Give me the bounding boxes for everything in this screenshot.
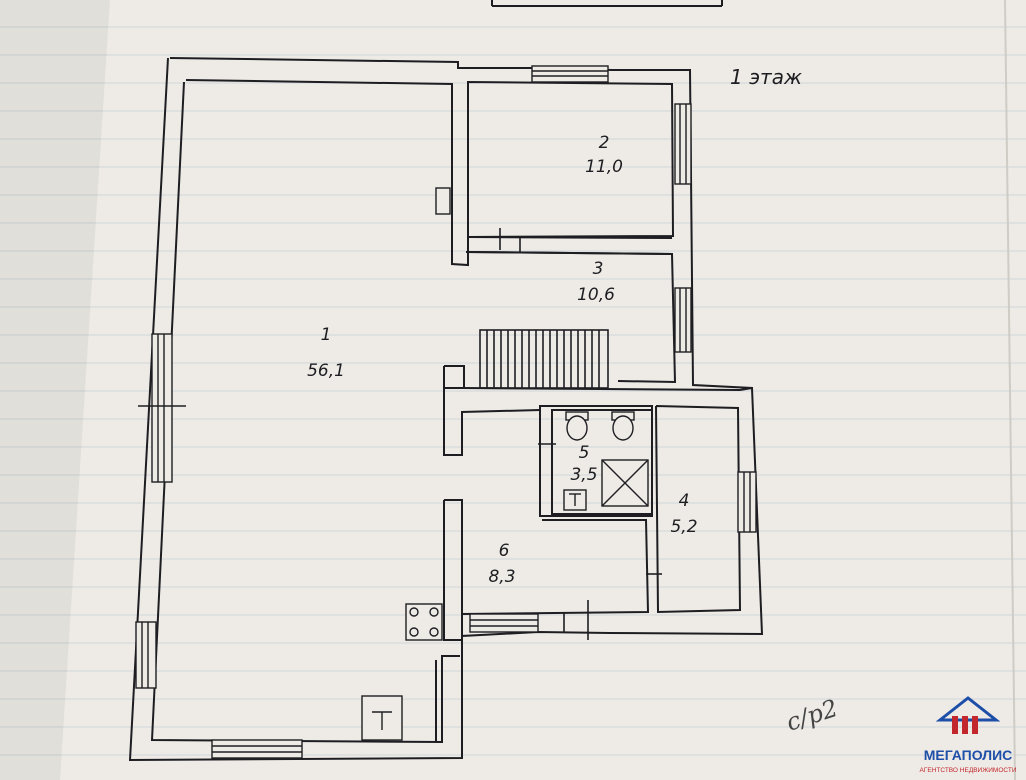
room-2-area: 11,0 <box>585 157 623 177</box>
megapolis-logo: МЕГАПОЛИС АГЕНТСТВО НЕДВИЖИМОСТИ <box>920 696 1017 774</box>
room-1-number: 1 <box>321 325 332 345</box>
room-2-number: 2 <box>599 133 610 153</box>
room-6-area: 8,3 <box>488 567 515 587</box>
room-1-area: 56,1 <box>307 361 345 381</box>
floor-label: 1 этаж <box>730 65 802 89</box>
fixtures <box>361 187 649 741</box>
room-4-number: 4 <box>679 491 690 511</box>
partitions <box>435 236 753 742</box>
logo-tagline: АГЕНТСТВО НЕДВИЖИМОСТИ <box>920 767 1017 774</box>
room-5-number: 5 <box>579 443 590 463</box>
room-4-area: 5,2 <box>670 517 697 537</box>
top-cutoff-window <box>491 0 723 7</box>
room-6-number: 6 <box>499 541 510 561</box>
logo-brand-name: МЕГАПОЛИС <box>924 747 1013 763</box>
windows <box>135 65 757 759</box>
room-3-area: 10,6 <box>577 285 615 305</box>
staircase <box>479 329 609 389</box>
room-5-area: 3,5 <box>570 465 597 485</box>
doors <box>138 228 662 640</box>
room-3-number: 3 <box>593 259 604 279</box>
